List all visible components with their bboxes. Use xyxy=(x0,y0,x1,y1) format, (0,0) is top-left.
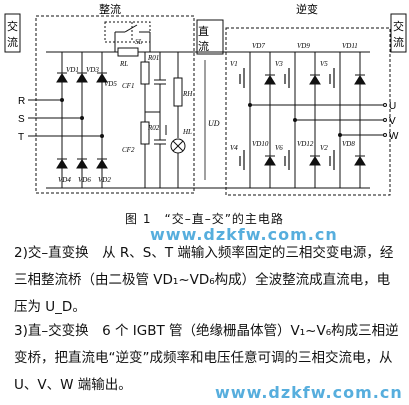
ac-in-label-1: 交 xyxy=(7,19,18,33)
cf2-label: CF2 xyxy=(122,146,135,154)
rectifier-box xyxy=(35,15,195,194)
cf1-label: CF1 xyxy=(122,82,134,90)
dc-label-box xyxy=(196,19,224,55)
rh-label: RH xyxy=(182,90,193,98)
figure-caption: 图 1 “交–直–交”的主电路 xyxy=(125,212,284,226)
rl-label: RL xyxy=(119,60,128,68)
terminal-u: U xyxy=(389,101,396,112)
r01-label: R01 xyxy=(147,54,159,62)
vd7-label: VD7 xyxy=(252,42,265,50)
v2-label: V2 xyxy=(320,144,328,152)
vd10-label: VD10 xyxy=(252,140,269,148)
vd4-label: VD4 xyxy=(58,176,71,184)
r02-label: R02 xyxy=(147,124,160,132)
paragraph-ac-dc: 2)交–直变换 从 R、S、T 端输入频率固定的三相交变电源，经三相整流桥（由二… xyxy=(14,245,394,315)
vd12-label: VD12 xyxy=(297,140,314,148)
inverter-label: 逆变 xyxy=(296,2,318,16)
vd11-label: VD11 xyxy=(342,42,358,50)
v5-label: V5 xyxy=(320,60,328,68)
ac-out-label-2: 流 xyxy=(393,35,404,49)
inverter-box xyxy=(225,27,391,196)
terminal-w: W xyxy=(389,131,399,142)
vd8-label: VD8 xyxy=(342,140,355,148)
ud-label: UD xyxy=(208,119,220,128)
watermark-bottom: www.dzkfw.com.cn xyxy=(215,383,403,402)
ac-out-label-1: 交 xyxy=(393,19,404,33)
terminal-t: T xyxy=(18,132,24,143)
v6-label: V6 xyxy=(275,144,283,152)
vd2-label: VD2 xyxy=(98,176,111,184)
terminal-r: R xyxy=(18,96,25,107)
circuit-diagram: 交 流 整流 直 流 逆变 交 流 R S T U V W SL VD1 VD3… xyxy=(4,2,407,196)
switch-label: SL xyxy=(135,38,143,46)
vd9-label: VD9 xyxy=(297,42,310,50)
vd5-label: VD5 xyxy=(104,80,117,88)
ac-out-label-box xyxy=(390,13,407,53)
watermark-top: www.dzkfw.com.cn xyxy=(150,225,338,244)
terminal-s: S xyxy=(18,114,25,125)
dc-label-2: 流 xyxy=(198,39,209,53)
paragraph-dc-ac: 3)直–交变换 6 个 IGBT 管（绝缘栅晶体管）V₁~V₆构成三相逆变桥，把… xyxy=(14,323,399,393)
dc-label-1: 直 xyxy=(198,24,209,38)
vd1-label: VD1 xyxy=(66,66,79,74)
hl-label: HL xyxy=(182,128,192,136)
v4-label: V4 xyxy=(230,144,238,152)
ac-in-label-box xyxy=(4,13,21,53)
v3-label: V3 xyxy=(275,60,283,68)
vd3-label: VD3 xyxy=(86,66,99,74)
vd6-label: VD6 xyxy=(78,176,91,184)
terminal-v: V xyxy=(389,116,396,127)
ac-in-label-2: 流 xyxy=(7,35,18,49)
rectifier-label: 整流 xyxy=(99,2,121,16)
v1-label: V1 xyxy=(230,60,238,68)
